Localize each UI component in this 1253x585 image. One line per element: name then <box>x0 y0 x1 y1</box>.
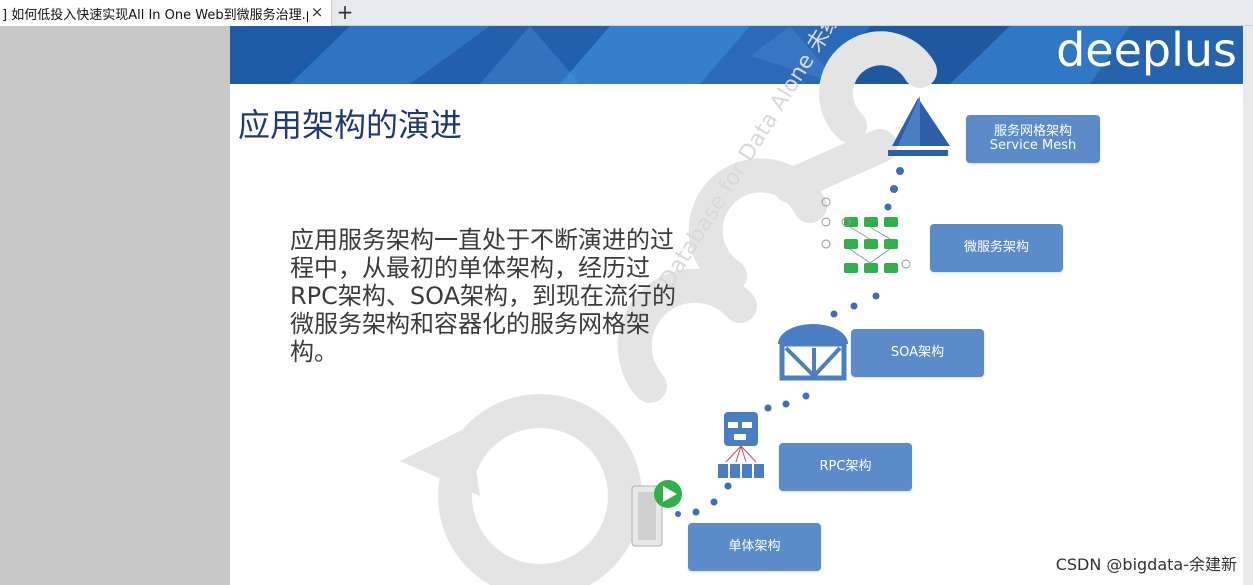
footer-credit: CSDN @bigdata-余建新 <box>1055 555 1237 574</box>
stage-rpc: RPC架构 <box>779 443 912 491</box>
tab-bar: ] 如何低投入快速实现All In One Web到微服务治理.pdf × + <box>0 0 1253 26</box>
sail-icon <box>888 96 950 156</box>
viewer-left-margin <box>0 26 230 585</box>
stage-label: 微服务架构 <box>963 240 1029 255</box>
stage-microservices: 微服务架构 <box>930 224 1063 272</box>
rpc-server-icon <box>718 412 764 478</box>
stage-sublabel: Service Mesh <box>989 138 1077 153</box>
deeplus-logo: deeplus <box>1056 26 1237 77</box>
monolith-server-icon <box>631 480 682 547</box>
watermark <box>400 31 937 585</box>
pdf-page: deeplus 应用架构的演进 应用服务架构一直处于不断演进的过程中，从最初的单… <box>230 26 1243 585</box>
stage-label: RPC架构 <box>819 459 872 474</box>
soa-dome-icon <box>778 324 848 381</box>
stage-soa: SOA架构 <box>851 329 984 377</box>
tab-document[interactable]: ] 如何低投入快速实现All In One Web到微服务治理.pdf × <box>0 0 332 26</box>
microservices-cluster-icon <box>821 197 911 273</box>
scrollbar[interactable] <box>1243 26 1253 585</box>
stage-monolith: 单体架构 <box>688 523 821 571</box>
close-icon[interactable]: × <box>310 3 324 21</box>
stage-service-mesh: 服务网格架构 Service Mesh <box>966 115 1100 163</box>
stage-label: 单体架构 <box>728 539 781 554</box>
stage-label: 服务网格架构 <box>993 124 1072 139</box>
slide-title: 应用架构的演进 <box>238 106 463 144</box>
new-tab-button[interactable]: + <box>336 0 354 24</box>
evolution-diagram <box>631 96 950 547</box>
slide-body-text: 应用服务架构一直处于不断演进的过程中，从最初的单体架构，经历过RPC架构、SOA… <box>290 226 677 366</box>
stage-label: SOA架构 <box>890 345 945 360</box>
tab-title: ] 如何低投入快速实现All In One Web到微服务治理.pdf <box>2 7 308 23</box>
